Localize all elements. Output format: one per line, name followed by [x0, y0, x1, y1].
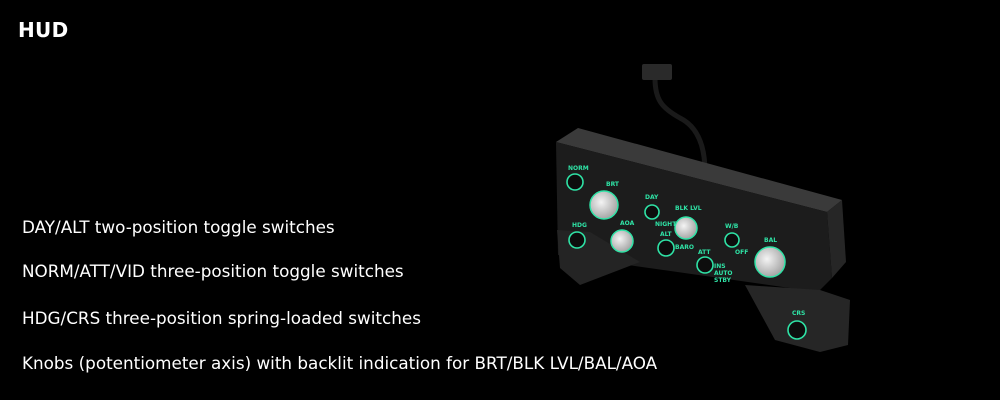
feature-day-alt: DAY/ALT two-position toggle switches: [22, 217, 335, 237]
cable: [652, 77, 708, 173]
panel-top: [556, 128, 842, 212]
label-wb: W/B: [725, 223, 739, 230]
label-off: OFF: [735, 249, 748, 256]
knob-aoa: [610, 229, 634, 253]
label-hdg: HDG: [572, 222, 587, 229]
toggle-att: [696, 256, 714, 274]
knob-brt: [589, 190, 619, 220]
label-brt: BRT: [606, 181, 620, 188]
toggle-switches: [566, 173, 807, 340]
label-bal: BAL: [764, 237, 777, 244]
toggle-norm: [566, 173, 584, 191]
knob-blk-lvl: [674, 216, 698, 240]
connector: [642, 64, 672, 80]
knobs: [589, 190, 786, 278]
panel-side: [827, 200, 846, 278]
label-norm: NORM: [568, 165, 589, 172]
toggle-wb: [724, 232, 740, 248]
label-ins: INS: [714, 263, 726, 270]
label-att: ATT: [698, 249, 711, 256]
feature-knobs: Knobs (potentiometer axis) with backlit …: [22, 353, 658, 373]
toggle-alt: [657, 239, 675, 257]
label-auto: AUTO: [714, 270, 733, 277]
toggle-day: [644, 204, 660, 220]
page-title: HUD: [18, 18, 69, 42]
label-crs: CRS: [792, 310, 805, 317]
label-alt: ALT: [660, 231, 672, 238]
label-night: NIGHT: [655, 221, 677, 228]
knob-bal: [754, 246, 786, 278]
toggle-crs: [787, 320, 807, 340]
toggle-hdg: [568, 231, 586, 249]
label-stby: STBY: [714, 277, 732, 284]
feature-hdg-crs: HDG/CRS three-position spring-loaded swi…: [22, 308, 421, 328]
bracket-right: [745, 285, 850, 352]
feature-norm-att-vid: NORM/ATT/VID three-position toggle switc…: [22, 261, 404, 281]
label-aoa: AOA: [620, 220, 635, 227]
label-day: DAY: [645, 194, 659, 201]
label-baro: BARO: [675, 244, 694, 251]
label-blk-lvl: BLK LVL: [675, 205, 702, 212]
